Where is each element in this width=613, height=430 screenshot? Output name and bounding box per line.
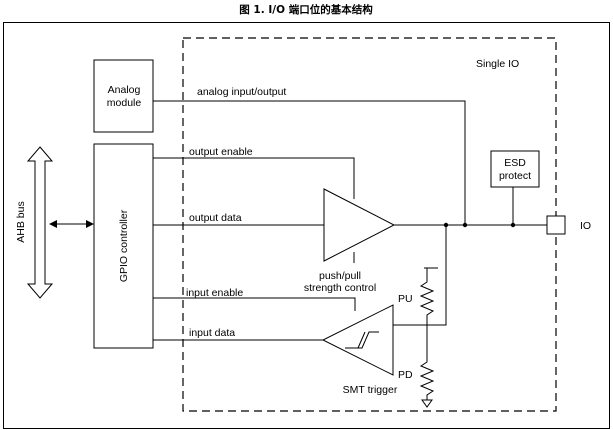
input-data-label: input data bbox=[189, 327, 235, 339]
pd-label: PD bbox=[398, 369, 413, 381]
pull-up-resistor bbox=[419, 268, 435, 355]
output-buffer-triangle bbox=[323, 188, 396, 262]
output-enable-label: output enable bbox=[189, 146, 253, 158]
pu-label: PU bbox=[398, 293, 413, 305]
ground-icon bbox=[421, 399, 433, 408]
analog-module-label-2: module bbox=[107, 97, 142, 109]
output-enable-line bbox=[153, 157, 355, 199]
esd-label-2: protect bbox=[499, 170, 531, 182]
gpio-controller-label: GPIO controller bbox=[118, 209, 130, 282]
push-pull-label-2: strength control bbox=[304, 282, 376, 294]
pull-down-resistor bbox=[419, 355, 435, 400]
outer-frame bbox=[3, 22, 610, 429]
esd-label-1: ESD bbox=[504, 157, 526, 169]
smt-trigger-label: SMT trigger bbox=[343, 384, 398, 396]
input-feedback-line bbox=[393, 225, 447, 326]
single-io-label: Single IO bbox=[476, 58, 519, 70]
io-label: IO bbox=[580, 220, 591, 232]
ahb-bus-arrow bbox=[26, 146, 54, 299]
figure-title: 图 1. I/O 端口位的基本结构 bbox=[239, 3, 373, 16]
hysteresis-icon bbox=[345, 331, 379, 349]
push-pull-label-1: push/pull bbox=[319, 270, 361, 282]
input-enable-line bbox=[153, 297, 356, 311]
io-pad bbox=[546, 215, 566, 235]
analog-module-label-1: Analog bbox=[108, 84, 141, 96]
ahb-bus-label: AHB bus bbox=[15, 201, 27, 242]
analog-module-box bbox=[93, 59, 154, 133]
analog-io-label: analog input/output bbox=[197, 86, 286, 98]
input-enable-label: input enable bbox=[186, 287, 243, 299]
output-data-label: output data bbox=[189, 212, 242, 224]
gpio-controller-box bbox=[93, 143, 154, 349]
esd-protect-box bbox=[490, 150, 540, 188]
smt-trigger-triangle bbox=[321, 304, 394, 376]
analog-io-line bbox=[153, 100, 466, 225]
junction-dot-2 bbox=[462, 222, 468, 228]
